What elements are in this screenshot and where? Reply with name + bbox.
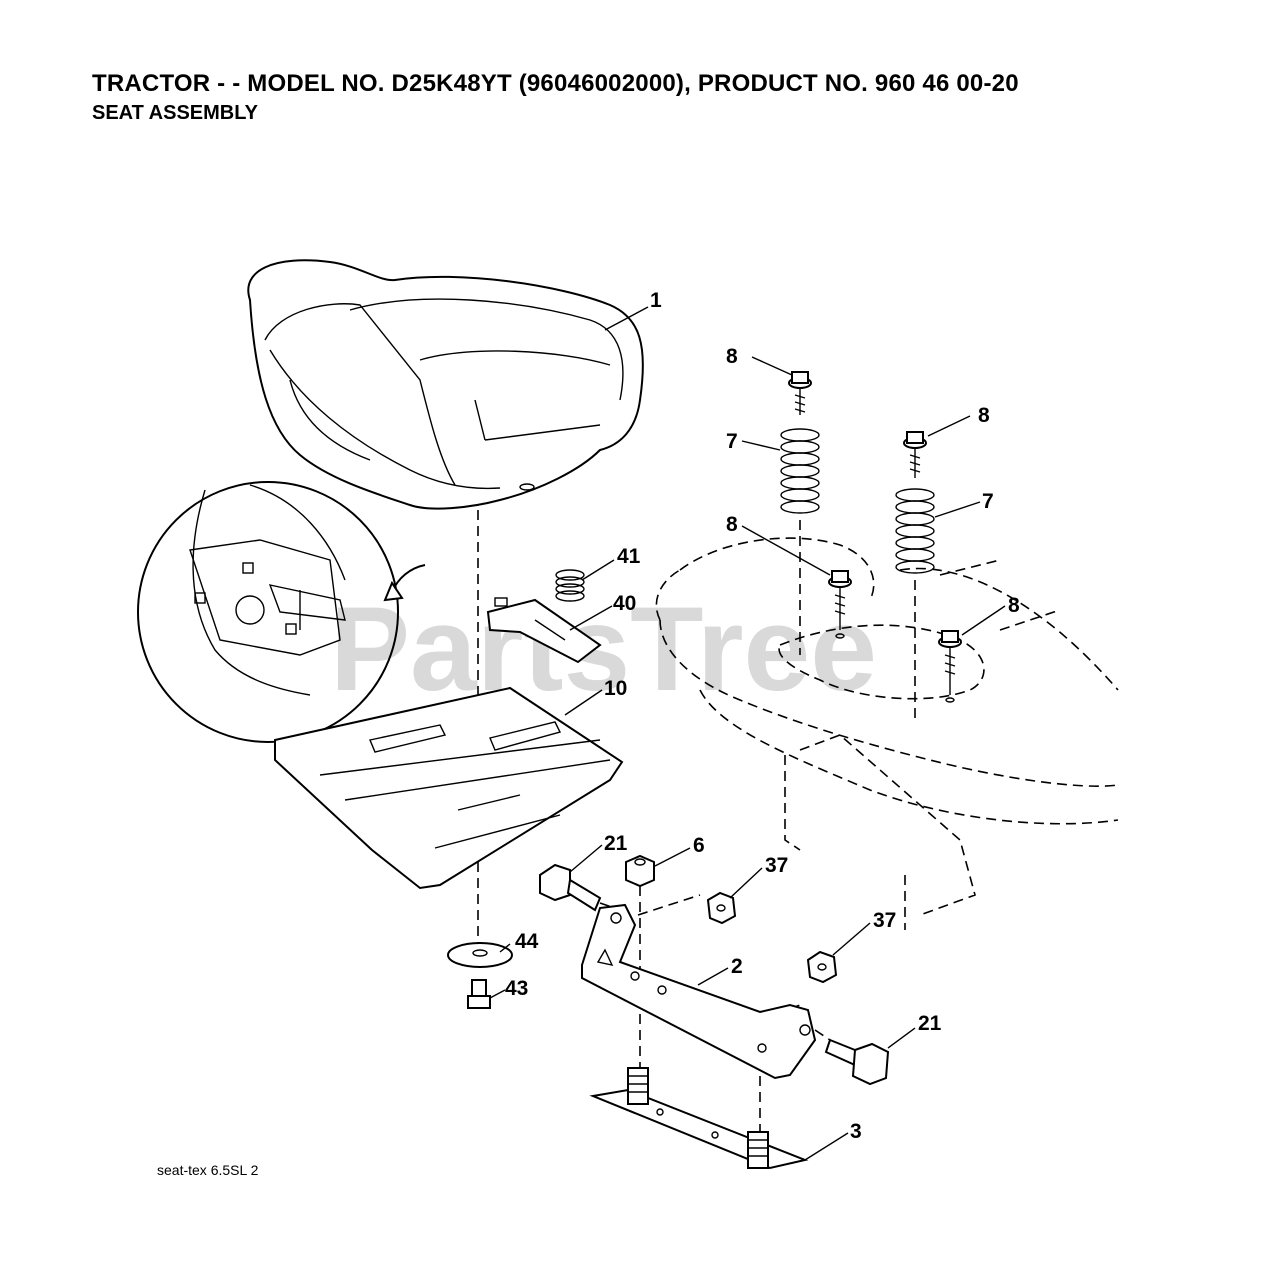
washer-44[interactable] — [447, 942, 513, 968]
page-subtitle: SEAT ASSEMBLY — [92, 102, 258, 124]
callout-6: 6 — [693, 834, 705, 857]
bolt-43[interactable] — [467, 979, 491, 1009]
callout-40: 40 — [613, 592, 636, 615]
spring-41[interactable] — [555, 569, 585, 602]
bolt-21-b[interactable] — [824, 1038, 890, 1086]
callout-7-a: 7 — [726, 430, 738, 453]
page-title: TRACTOR - - MODEL NO. D25K48YT (96046002… — [92, 70, 1019, 97]
inset-detail — [137, 481, 426, 743]
callout-2: 2 — [731, 955, 743, 978]
bracket-2[interactable] — [581, 903, 817, 1080]
callout-8-c: 8 — [726, 513, 738, 536]
bolt-8-b[interactable] — [903, 431, 927, 478]
nut-6[interactable] — [625, 854, 655, 888]
seat-plate-10[interactable] — [274, 686, 624, 890]
callout-41: 41 — [617, 545, 641, 568]
callout-8-b: 8 — [978, 404, 990, 427]
bolt-8-c[interactable] — [828, 570, 852, 639]
callout-37-a: 37 — [765, 854, 788, 877]
bolt-8-d[interactable] — [938, 630, 962, 703]
callout-7-b: 7 — [982, 490, 994, 513]
bolt-8-a[interactable] — [788, 371, 812, 415]
callout-3: 3 — [850, 1120, 862, 1143]
callout-1: 1 — [650, 289, 662, 312]
bracket-40[interactable] — [486, 597, 602, 664]
callout-8-d: 8 — [1008, 594, 1020, 617]
callout-21-a: 21 — [604, 832, 628, 855]
callout-10: 10 — [604, 677, 627, 700]
nut-37-a[interactable] — [706, 891, 737, 925]
drawing-code: seat-tex 6.5SL 2 — [157, 1162, 259, 1178]
watermark: PartsTree — [330, 582, 877, 716]
callout-37-b: 37 — [873, 909, 896, 932]
bolt-21-a[interactable] — [539, 863, 602, 912]
tractor-frame-outline — [655, 537, 1119, 930]
callout-21-b: 21 — [918, 1012, 942, 1035]
leader-lines — [489, 306, 1006, 1161]
nut-37-b[interactable] — [806, 950, 838, 984]
plate-3[interactable] — [589, 1067, 809, 1170]
callout-43: 43 — [505, 977, 528, 1000]
callout-8-a: 8 — [726, 345, 738, 368]
seat-part[interactable] — [247, 259, 644, 510]
spring-7-a[interactable] — [780, 428, 820, 514]
spring-7-b[interactable] — [895, 488, 935, 574]
callout-44: 44 — [515, 930, 539, 953]
